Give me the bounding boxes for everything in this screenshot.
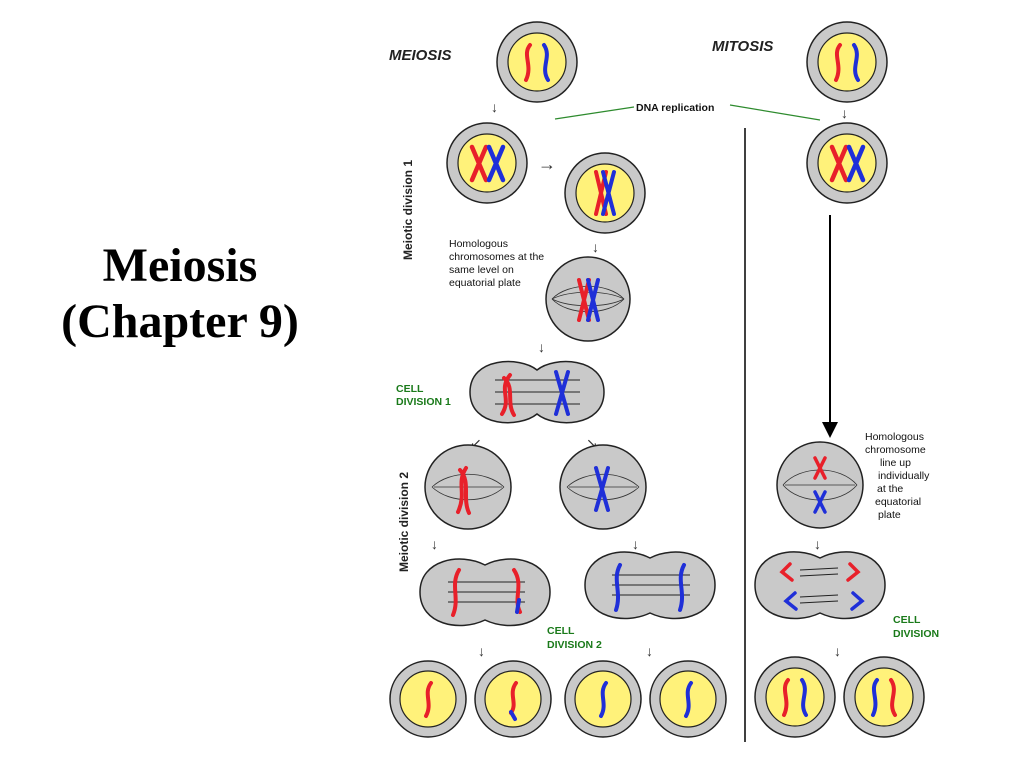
meiosis-pairing-cell bbox=[564, 152, 646, 234]
arrow-down-left-icon: ↙ bbox=[470, 435, 482, 451]
mitosis-daughter-cell-2 bbox=[843, 656, 925, 738]
metaphase-1-cell bbox=[545, 256, 631, 342]
mitosis-note-line: Homologous bbox=[865, 431, 924, 443]
anaphase-2-blue-cell bbox=[584, 551, 716, 620]
daughter-cell-4 bbox=[649, 660, 727, 738]
dna-replication-line-left bbox=[554, 106, 635, 120]
homologous-note-line: chromosomes at the bbox=[449, 251, 544, 263]
cell-division-2-label-line: CELL bbox=[547, 625, 575, 637]
arrow-down-icon: ↓ bbox=[538, 339, 545, 355]
meiotic-division-2-label: Meiotic division 2 bbox=[397, 472, 411, 572]
cell-division-1-label-line: DIVISION 1 bbox=[396, 396, 451, 408]
meiosis-heading: MEIOSIS bbox=[389, 47, 452, 64]
mitosis-anaphase-cell bbox=[754, 551, 886, 620]
mitosis-metaphase-cell bbox=[776, 441, 864, 529]
mitosis-heading: MITOSIS bbox=[712, 38, 773, 55]
meiotic-division-1-label: Meiotic division 1 bbox=[401, 160, 415, 260]
metaphase-2-red-cell bbox=[424, 444, 512, 530]
cell-division-2-label: CELL DIVISION 2 bbox=[547, 625, 602, 651]
metaphase-2-blue-cell bbox=[559, 444, 647, 530]
meiosis-replicated-cell bbox=[446, 122, 528, 204]
arrow-down-right-icon: ↘ bbox=[586, 435, 598, 451]
daughter-cell-2 bbox=[474, 660, 552, 738]
meiosis-start-cell bbox=[496, 21, 578, 103]
cell-division-label: CELL DIVISION bbox=[893, 614, 939, 640]
mitosis-note-line: line up bbox=[880, 457, 911, 469]
title-line-2: (Chapter 9) bbox=[61, 295, 299, 348]
arrow-down-icon: ↓ bbox=[478, 643, 485, 659]
arrow-down-icon: ↓ bbox=[431, 536, 438, 552]
homologous-note-line: equatorial plate bbox=[449, 277, 521, 289]
arrow-down-icon: ↓ bbox=[491, 99, 498, 115]
slide-title: Meiosis (Chapter 9) bbox=[20, 238, 340, 350]
cell-division-1-label: CELL DIVISION 1 bbox=[396, 383, 451, 408]
cell-division-1-label-line: CELL bbox=[396, 383, 424, 395]
mitosis-note-line: at the bbox=[877, 483, 903, 495]
cell-division-label-line: DIVISION bbox=[893, 628, 939, 640]
mitosis-note-line: individually bbox=[878, 470, 930, 482]
dna-replication-line-right bbox=[729, 104, 821, 121]
daughter-cell-1 bbox=[389, 660, 467, 738]
cell-division-label-line: CELL bbox=[893, 614, 921, 626]
daughter-cell-3 bbox=[564, 660, 642, 738]
homologous-note-line: same level on bbox=[449, 264, 514, 276]
arrow-down-icon: ↓ bbox=[592, 239, 599, 255]
arrow-down-icon: ↓ bbox=[814, 536, 821, 552]
mitosis-note: Homologous chromosome line up individual… bbox=[865, 431, 930, 521]
mitosis-replicated-cell bbox=[806, 122, 888, 204]
mitosis-note-line: equatorial bbox=[875, 496, 921, 508]
homologous-note: Homologous chromosomes at the same level… bbox=[449, 238, 544, 289]
arrow-right-icon: → bbox=[538, 154, 556, 174]
homologous-note-line: Homologous bbox=[449, 238, 508, 250]
mitosis-note-line: plate bbox=[878, 509, 901, 521]
mitosis-start-cell bbox=[806, 21, 888, 103]
arrow-down-icon: ↓ bbox=[834, 643, 841, 659]
title-line-1: Meiosis bbox=[102, 239, 258, 292]
arrow-down-icon: ↓ bbox=[841, 105, 848, 121]
cell-division-1-cell bbox=[469, 360, 605, 424]
mitosis-daughter-cell-1 bbox=[754, 656, 836, 738]
mitosis-note-line: chromosome bbox=[865, 444, 926, 456]
dna-replication-label: DNA replication bbox=[636, 102, 714, 114]
cell-division-2-label-line: DIVISION 2 bbox=[547, 639, 602, 651]
arrow-down-icon: ↓ bbox=[646, 643, 653, 659]
arrow-down-icon: ↓ bbox=[632, 536, 639, 552]
anaphase-2-red-cell bbox=[419, 558, 551, 627]
